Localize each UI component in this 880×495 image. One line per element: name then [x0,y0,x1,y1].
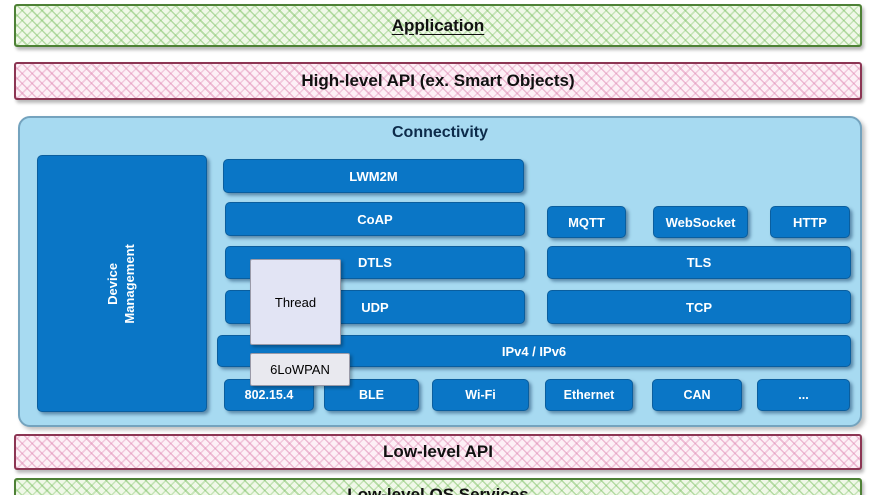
low-level-os-services-label: Low-level OS Services [347,485,529,495]
low-level-api-label: Low-level API [383,442,493,461]
high-level-api-label: High-level API (ex. Smart Objects) [301,71,575,90]
application-layer-label: Application [391,15,485,35]
block-can: CAN [652,379,742,411]
block-lwm2m: LWM2M [223,159,524,193]
application-layer-bar: Application [14,4,862,47]
block-6lowpan: 6LoWPAN [250,353,350,386]
block-other-phy: ... [757,379,850,411]
block-wifi: Wi-Fi [432,379,529,411]
low-level-api-bar: Low-level API [14,434,862,470]
block-coap: CoAP [225,202,525,236]
high-level-api-bar: High-level API (ex. Smart Objects) [14,62,862,100]
block-websocket: WebSocket [653,206,748,238]
low-level-os-services-bar: Low-level OS Services [14,478,862,495]
block-tcp: TCP [547,290,851,324]
block-thread: Thread [250,259,341,345]
block-ethernet: Ethernet [545,379,633,411]
connectivity-title: Connectivity [391,124,488,141]
block-http: HTTP [770,206,850,238]
block-mqtt: MQTT [547,206,626,238]
device-management-block: Device Management [37,155,207,412]
device-management-label: Device Management [105,243,137,324]
block-tls: TLS [547,246,851,279]
connectivity-panel: Connectivity Device Management LWM2M CoA… [18,116,862,427]
